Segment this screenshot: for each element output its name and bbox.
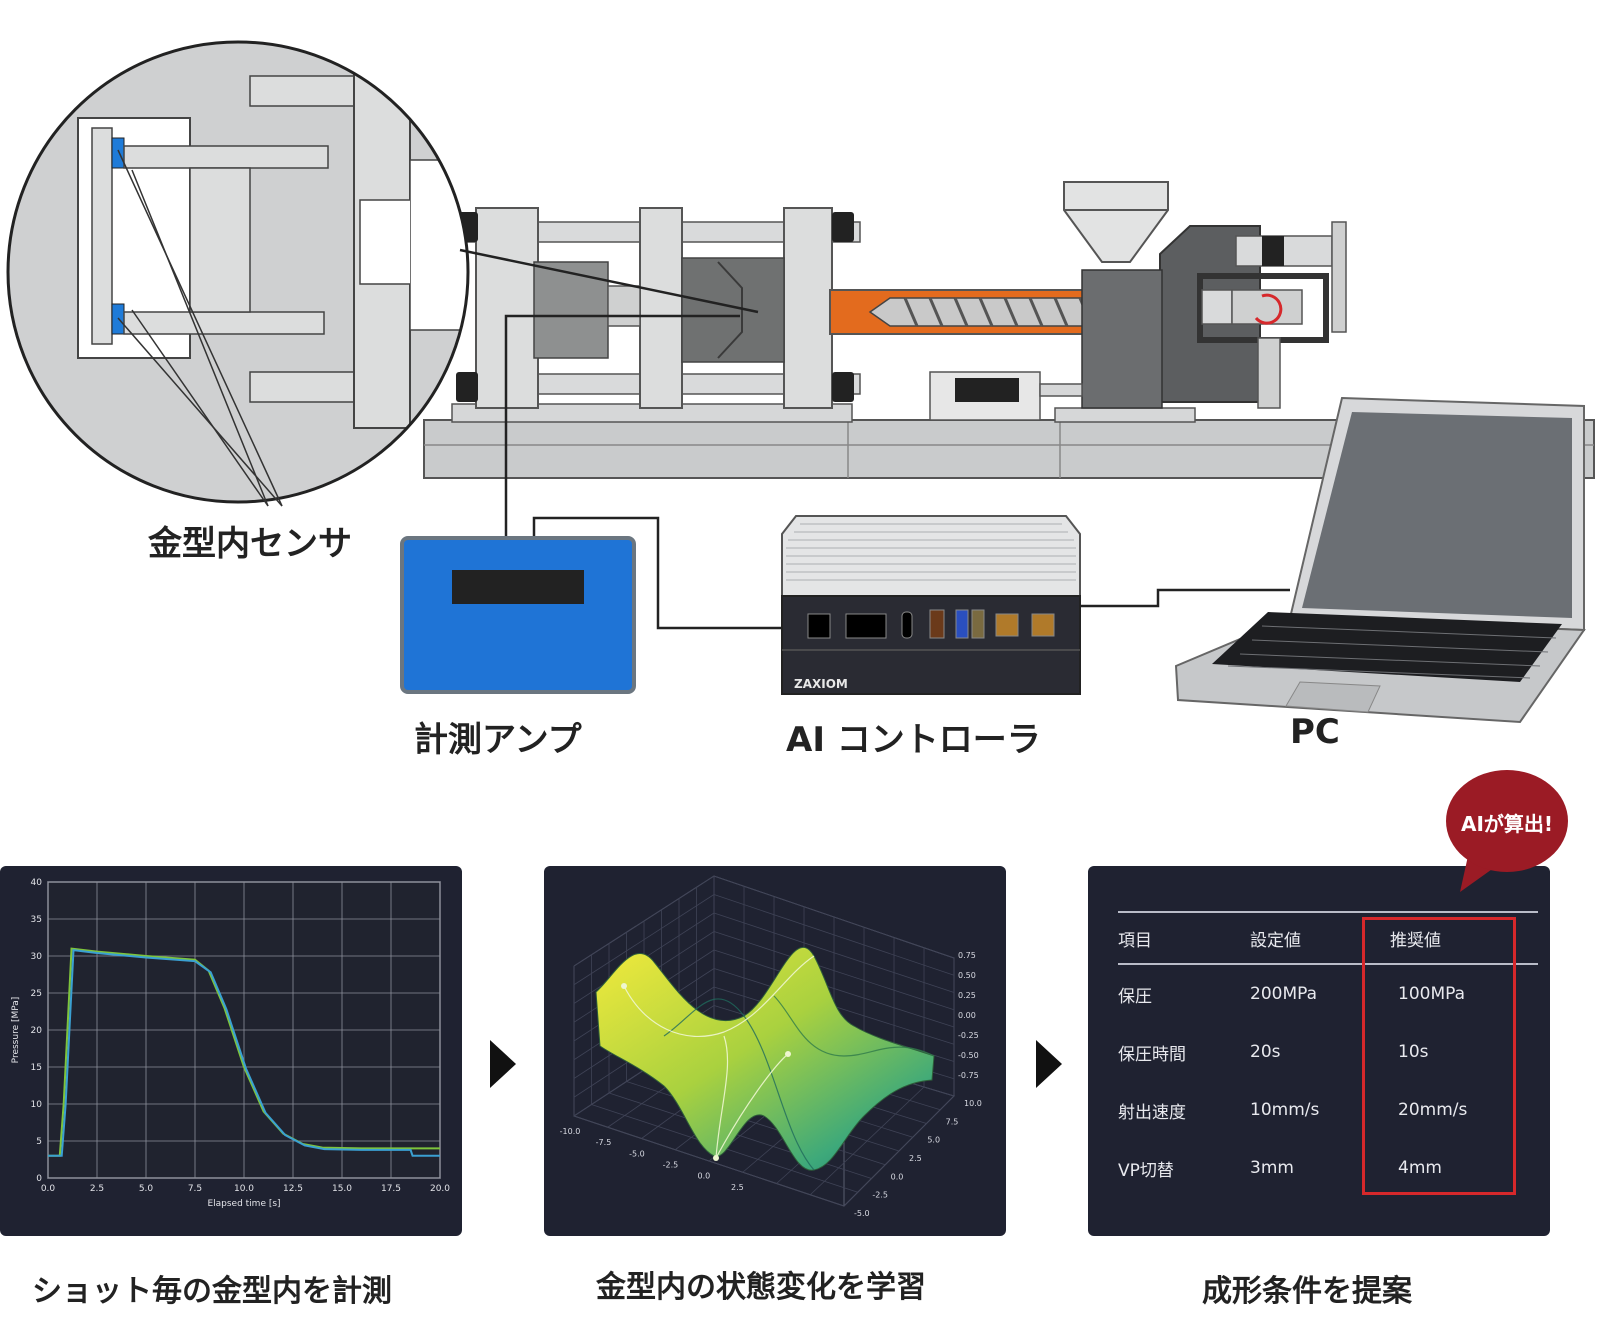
x-tick-label: -5.0	[629, 1149, 645, 1158]
ai-badge-text: AIが算出!	[1460, 812, 1554, 836]
row-set-value: 10mm/s	[1250, 1100, 1320, 1120]
x-tick-label: 15.0	[332, 1184, 352, 1194]
header-item: 項目	[1118, 911, 1250, 965]
header-set-value: 設定値	[1250, 911, 1380, 965]
y-tick-label: 0	[36, 1174, 42, 1184]
amplifier-label: 計測アンプ	[414, 720, 582, 760]
floor-gridline	[843, 1095, 955, 1207]
x-tick-label: -2.5	[663, 1160, 679, 1169]
table-row: 保圧 200MPa 100MPa	[1118, 964, 1538, 1023]
x-tick-label: 0.0	[41, 1184, 56, 1194]
recommended-highlight	[1362, 917, 1516, 1195]
y-tick-label: 5	[36, 1137, 42, 1147]
x-tick-label: 0.0	[698, 1172, 711, 1181]
x-tick-label: 10.0	[234, 1184, 254, 1194]
controller-brand: ZAXIOM	[794, 677, 848, 691]
platens	[456, 207, 854, 409]
step1-caption: ショット毎の金型内を計測	[32, 1274, 392, 1309]
z-tick-label: 0.25	[958, 991, 976, 1000]
surface-plot: -10.0-7.5-5.0-2.50.02.510.07.55.02.50.0-…	[560, 875, 982, 1218]
y-tick-label: 30	[31, 952, 43, 962]
x-tick-label: 2.5	[731, 1183, 744, 1192]
flow-arrow-2	[1036, 1040, 1062, 1088]
hopper	[1063, 181, 1169, 263]
condition-table-panel: 項目 設定値 推奨値 保圧 200MPa 100MPa 保圧時間 20s 10s…	[1088, 866, 1550, 1236]
floor-gridline	[809, 1086, 925, 1196]
step3-caption: 成形条件を提案	[1202, 1274, 1412, 1309]
injection-unit	[1081, 221, 1347, 409]
step2-caption: 金型内の状態変化を学習	[596, 1270, 926, 1305]
z-tick-label: 0.75	[958, 951, 976, 960]
pc-label: PC	[1290, 712, 1340, 752]
row-item: VP切替	[1118, 1160, 1174, 1181]
signal-cables	[459, 248, 1290, 630]
flow-arrow-1	[490, 1040, 516, 1088]
row-recommended: 100MPa	[1398, 984, 1466, 1004]
z-tick-label: 0.50	[958, 971, 976, 980]
pressure-chart-panel: 0.0 2.5 5.0 7.5 10.0 12.5 15.0 17.5 20.0 0 5 10 15 20…	[0, 866, 462, 1236]
x-axis-label: Elapsed time [s]	[207, 1199, 280, 1209]
mold-detail-circle	[6, 40, 470, 507]
row-set-value: 3mm	[1250, 1158, 1294, 1178]
controller-label: AI コントローラ	[786, 720, 1041, 760]
x-tick-label: -10.0	[560, 1127, 581, 1136]
pressure-chart: 0.0 2.5 5.0 7.5 10.0 12.5 15.0 17.5 20.0 0 5 10 15 20…	[11, 878, 450, 1209]
y-tick-label: 15	[31, 1063, 42, 1073]
table-row: VP切替 3mm 4mm	[1118, 1139, 1538, 1197]
table-header-row: 項目 設定値 推奨値	[1118, 911, 1538, 965]
ai-badge	[1446, 770, 1568, 872]
z-tick-label: 0.00	[958, 1011, 976, 1020]
row-set-value: 20s	[1250, 1042, 1281, 1062]
row-item: 保圧時間	[1118, 1044, 1186, 1065]
row-set-value: 200MPa	[1250, 984, 1318, 1004]
row-recommended: 4mm	[1398, 1158, 1442, 1178]
y-tick-label: 2.5	[909, 1154, 922, 1163]
machine-schematic: ZAXIOM	[6, 40, 1595, 724]
y-tick-label: -2.5	[872, 1191, 888, 1200]
series-line-2	[48, 948, 440, 1157]
condition-table: 項目 設定値 推奨値 保圧 200MPa 100MPa 保圧時間 20s 10s…	[1118, 911, 1538, 1197]
table-row: 保圧時間 20s 10s	[1118, 1023, 1538, 1081]
table-row: 射出速度 10mm/s 20mm/s	[1118, 1081, 1538, 1139]
y-tick-label: 10.0	[964, 1099, 982, 1108]
x-tick-label: 7.5	[188, 1184, 202, 1194]
x-tick-label: 17.5	[381, 1184, 401, 1194]
ai-controller-box: ZAXIOM	[781, 515, 1081, 695]
x-tick-label: 5.0	[139, 1184, 154, 1194]
row-item: 保圧	[1118, 986, 1152, 1007]
header-recommended: 推奨値	[1380, 911, 1538, 965]
sensor-label: 金型内センサ	[148, 524, 352, 564]
y-tick-label: 25	[31, 989, 42, 999]
surface-mesh	[595, 947, 935, 1171]
x-tick-label: 20.0	[430, 1184, 450, 1194]
laptop	[1174, 396, 1586, 724]
x-tick-label: 12.5	[283, 1184, 303, 1194]
z-tick-label: -0.25	[958, 1031, 979, 1040]
y-tick-label: 20	[31, 1026, 43, 1036]
x-tick-label: 2.5	[90, 1184, 104, 1194]
row-item: 射出速度	[1118, 1102, 1186, 1123]
y-tick-label: 10	[31, 1100, 43, 1110]
x-tick-label: -7.5	[596, 1138, 612, 1147]
y-tick-label: 7.5	[946, 1117, 959, 1126]
y-tick-label: -5.0	[854, 1209, 870, 1218]
y-tick-label: 0.0	[891, 1172, 904, 1181]
y-tick-label: 40	[31, 878, 43, 888]
z-tick-label: -0.50	[958, 1051, 979, 1060]
y-tick-label: 35	[31, 915, 42, 925]
row-recommended: 10s	[1398, 1042, 1429, 1062]
y-tick-label: 5.0	[927, 1136, 940, 1145]
y-axis-label: Pressure [MPa]	[11, 997, 21, 1064]
row-recommended: 20mm/s	[1398, 1100, 1468, 1120]
z-tick-label: -0.75	[958, 1071, 979, 1080]
measurement-amplifier	[400, 536, 636, 694]
ejector-cylinder	[929, 371, 1083, 421]
series-line-1	[48, 947, 440, 1157]
